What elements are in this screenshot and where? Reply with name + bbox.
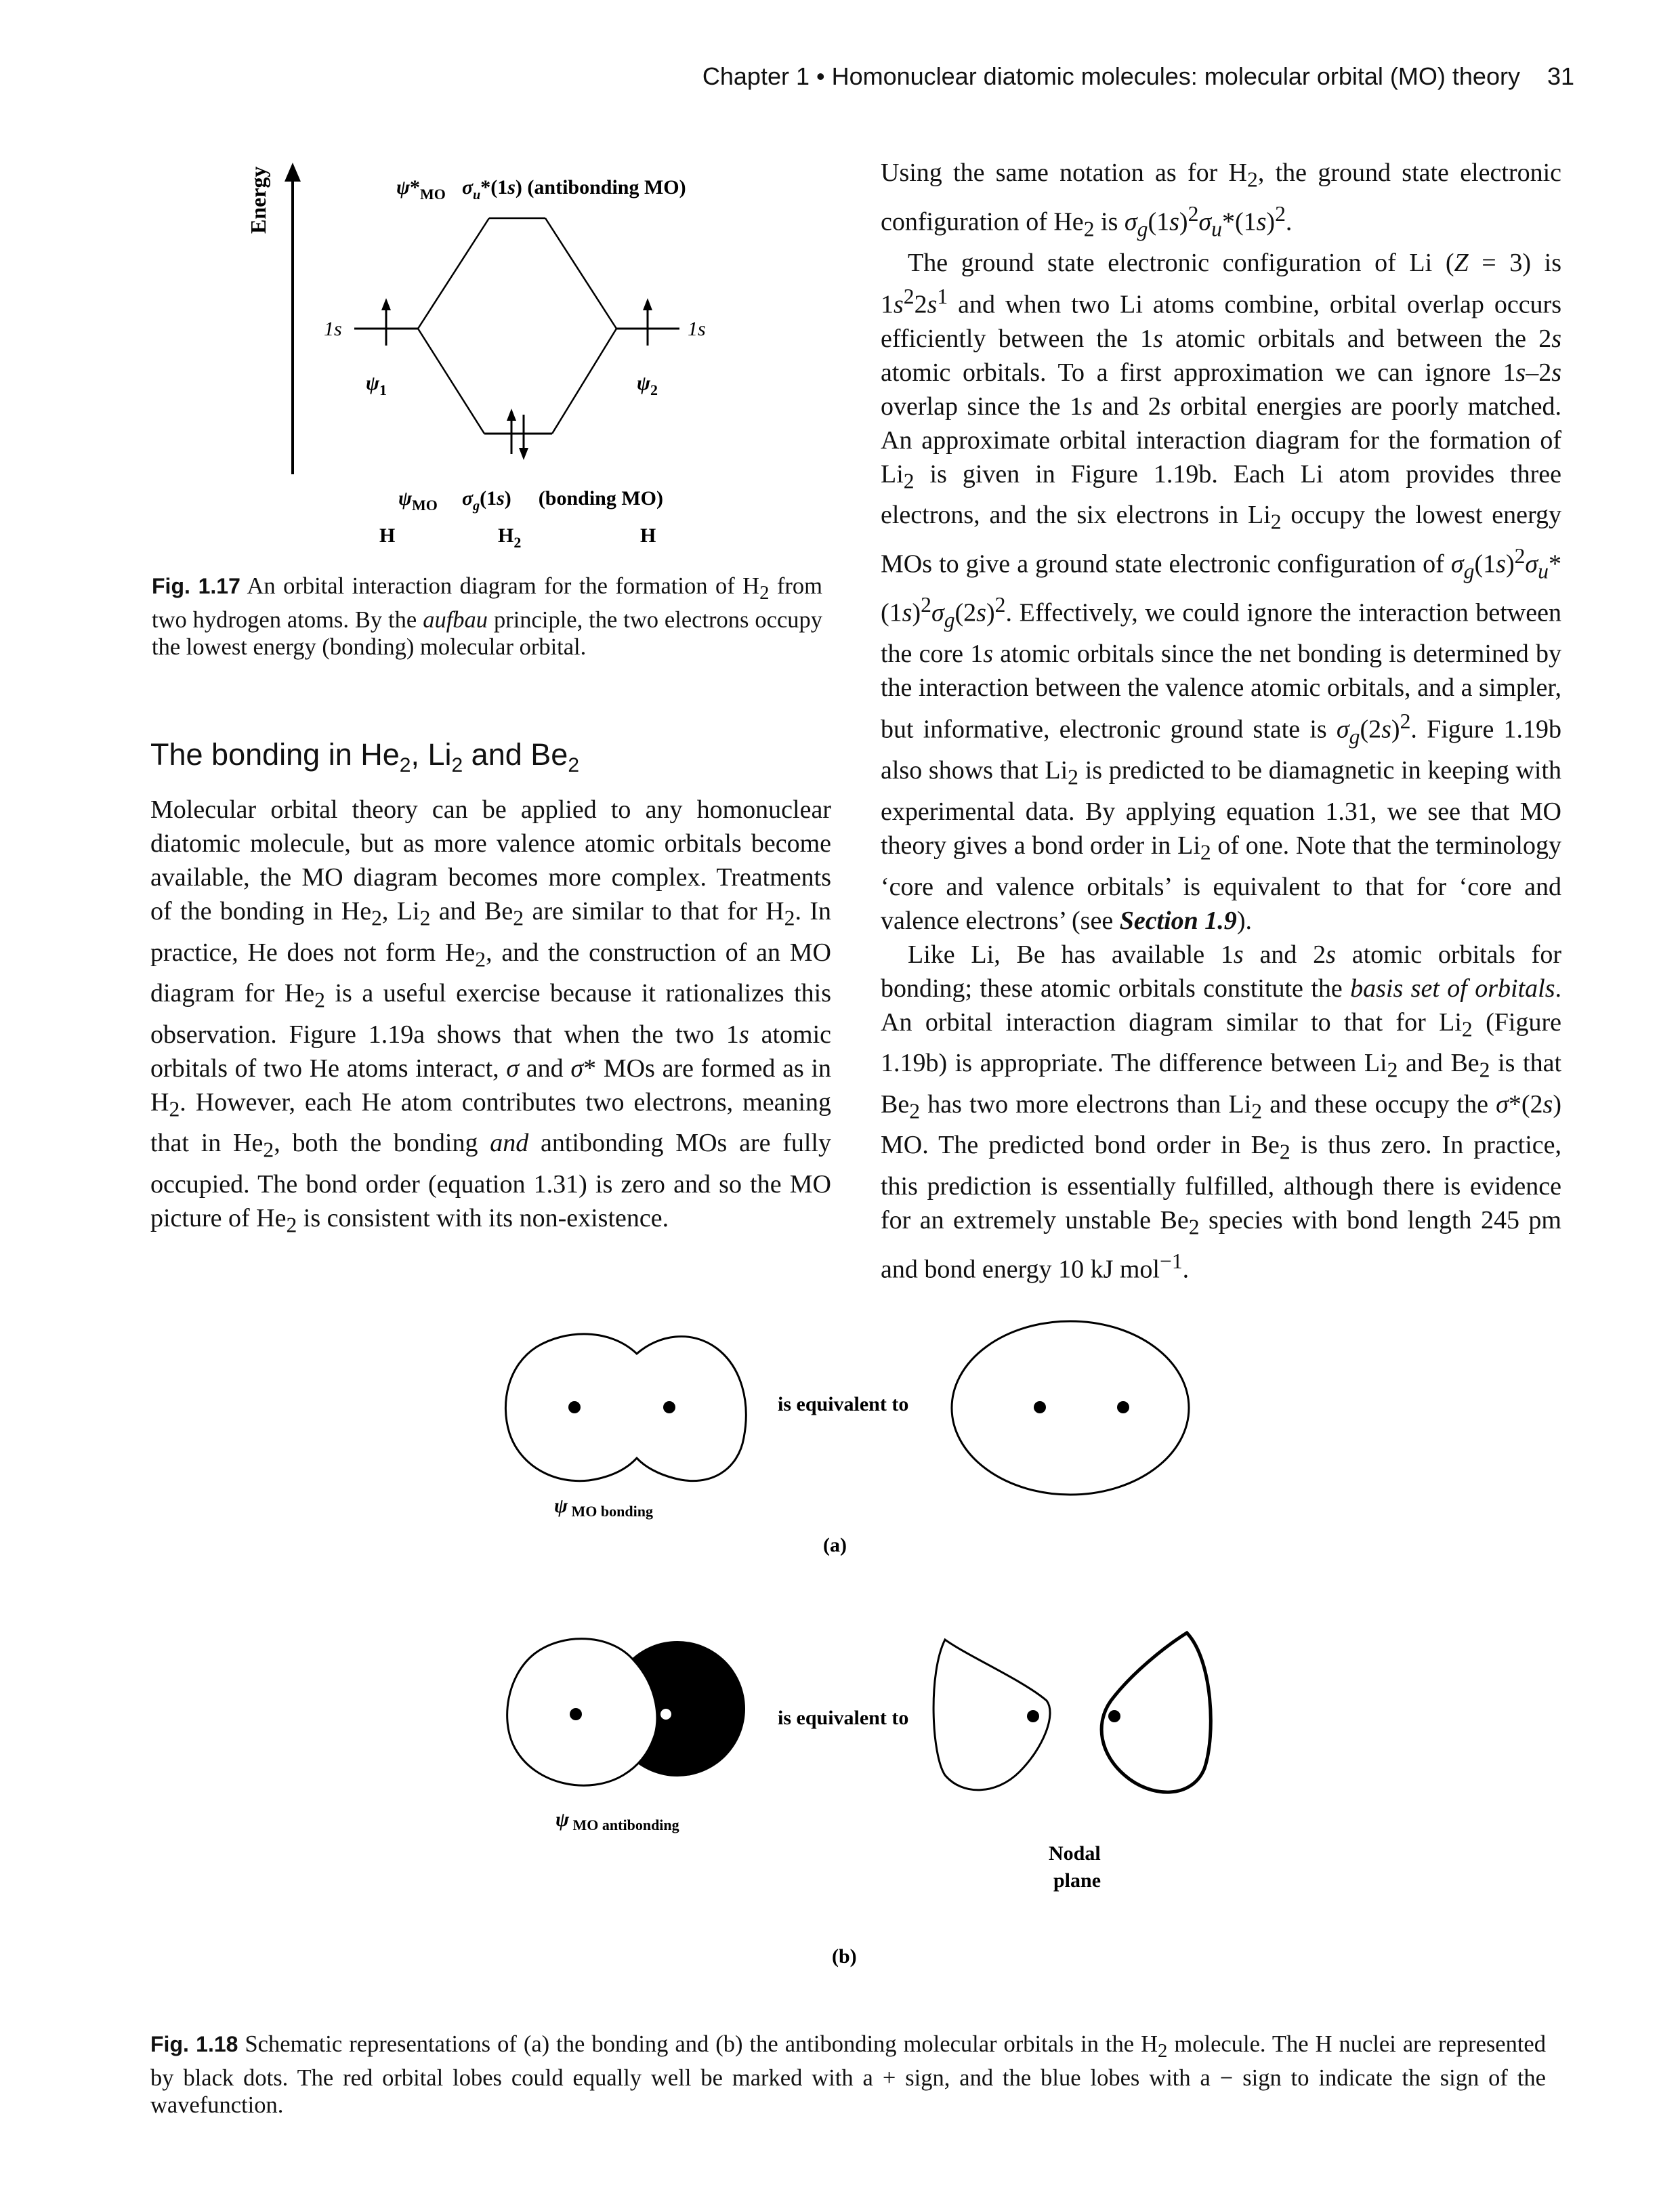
fig-1-17-caption: Fig. 1.17 An orbital interaction diagram… [152, 573, 822, 661]
left-column: Molecular orbital theory can be applied … [150, 793, 831, 1243]
bonding-electron-down-arrow [519, 448, 528, 460]
bonding-mo-ellipse [950, 1320, 1190, 1496]
left-paragraph: Molecular orbital theory can be applied … [150, 795, 832, 1237]
right-column: Using the same notation as for H2, the g… [881, 156, 1561, 1286]
running-title: Chapter 1 • Homonuclear diatomic molecul… [702, 62, 1520, 90]
fig-1-17-caption-label: Fig. 1.17 [152, 574, 240, 598]
nucleus-dot [1027, 1710, 1039, 1722]
equivalent-text-b: is equivalent to [778, 1707, 908, 1729]
section-heading: The bonding in He2, Li2 and Be2 [150, 737, 579, 776]
left-ao-electron-arrow [381, 298, 391, 310]
running-header: Chapter 1 • Homonuclear diatomic molecul… [585, 62, 1574, 103]
correlation-line-right-top [544, 217, 618, 329]
nucleus-dot [1034, 1401, 1046, 1413]
psi1-label: ψ1 [366, 372, 387, 398]
right-ao-electron-arrow [643, 298, 652, 310]
panel-b-label: (b) [832, 1945, 857, 1968]
fig-1-17-caption-text: An orbital interaction diagram for the f… [152, 573, 823, 660]
correlation-line-left-top [417, 217, 490, 329]
nucleus-dot [659, 1707, 673, 1721]
page-number: 31 [1547, 62, 1574, 90]
psi2-label: ψ2 [637, 372, 658, 398]
fig-1-18-caption-label: Fig. 1.18 [150, 2032, 238, 2056]
left-ao-label: 1s [324, 318, 342, 340]
nucleus-dot [1117, 1401, 1129, 1413]
antibonding-white-lobe [506, 1638, 658, 1787]
nodal-plane-label-line2: plane [1053, 1869, 1101, 1892]
nucleus-dot [1108, 1710, 1120, 1722]
right-paragraph-2: The ground state electronic configuratio… [881, 248, 1561, 935]
correlation-line-right-bottom [551, 328, 618, 434]
equivalent-text-a: is equivalent to [778, 1393, 908, 1415]
psi-mo-antibonding-label: ψ MO antibonding [555, 1808, 679, 1833]
nucleus-dot [570, 1708, 582, 1720]
atom-right-label: H [640, 524, 656, 547]
nodal-plane-label-line1: Nodal [1049, 1842, 1101, 1865]
panel-a-label: (a) [823, 1534, 847, 1556]
bonding-mo-two-lobe-outline [505, 1333, 747, 1482]
right-paragraph-3: Like Li, Be has available 1s and 2s atom… [881, 940, 1562, 1284]
correlation-line-left-bottom [417, 328, 486, 434]
right-paragraph-1: Using the same notation as for H2, the g… [881, 159, 1562, 241]
fig-1-18-caption: Fig. 1.18 Schematic representations of (… [150, 2031, 1546, 2119]
antibonding-right-lobe [1099, 1630, 1213, 1794]
fig-1-18-caption-text: Schematic representations of (a) the bon… [150, 2031, 1546, 2118]
psi-mo-bonding-label: ψ MO bonding [554, 1495, 653, 1520]
nucleus-dot [568, 1401, 581, 1413]
energy-axis-arrowhead [285, 163, 301, 182]
nucleus-dot [663, 1401, 675, 1413]
fig-1-18-diagram: is equivalent to ψ MO bonding (a) is equ… [505, 1320, 1213, 1968]
atom-left-label: H [379, 524, 395, 547]
bonding-electron-up-arrow [507, 409, 516, 421]
antibonding-left-lobe [932, 1638, 1051, 1791]
energy-axis-label: Energy [246, 166, 270, 234]
right-ao-label: 1s [688, 318, 706, 340]
molecule-label: H2 [498, 524, 521, 551]
